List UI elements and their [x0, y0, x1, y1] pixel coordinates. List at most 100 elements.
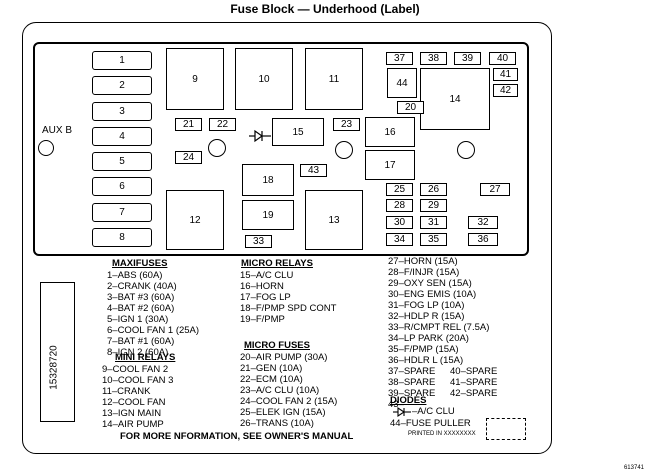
- legend-item: 6–COOL FAN 1 (25A): [107, 325, 200, 336]
- relay-14[interactable]: 14: [420, 68, 490, 130]
- diode-icon: [249, 129, 271, 143]
- stud-right: [457, 141, 475, 159]
- legend-item: 2–CRANK (40A): [107, 281, 177, 292]
- legend-item: 20–AIR PUMP (30A): [240, 352, 328, 363]
- maxifuse-6[interactable]: 6: [92, 177, 152, 196]
- fuse-21[interactable]: 21: [175, 118, 202, 131]
- fuse-41[interactable]: 41: [493, 68, 518, 81]
- legend-item: 18–F/PMP SPD CONT: [240, 303, 337, 314]
- legend-item: 38–SPARE: [388, 377, 436, 388]
- legend-item: 7–BAT #1 (60A): [107, 336, 175, 347]
- diodes-heading: DIODES: [390, 395, 427, 406]
- right-fuses-list: 27–HORN (15A) 28–F/INJR (15A) 29–OXY SEN…: [388, 256, 489, 366]
- legend-item: 34–LP PARK (20A): [388, 333, 469, 344]
- maxifuse-5[interactable]: 5: [92, 152, 152, 171]
- stud-left: [208, 139, 226, 157]
- fuse-32[interactable]: 32: [468, 216, 498, 229]
- relay-16[interactable]: 16: [365, 117, 415, 147]
- fuse-28[interactable]: 28: [386, 199, 413, 212]
- aux-b-terminal: [38, 140, 54, 156]
- fuse-34[interactable]: 34: [386, 233, 413, 246]
- fuse-37[interactable]: 37: [386, 52, 413, 65]
- fuse-23[interactable]: 23: [333, 118, 360, 131]
- legend-item: 29–OXY SEN (15A): [388, 278, 472, 289]
- legend-item: 28–F/INJR (15A): [388, 267, 460, 278]
- micro-fuses-heading: MICRO FUSES: [244, 340, 310, 351]
- legend-item: 5–IGN 1 (30A): [107, 314, 169, 325]
- fuse-22[interactable]: 22: [209, 118, 236, 131]
- legend-item: 36–HDLR L (15A): [388, 355, 464, 366]
- barcode-area: [40, 282, 75, 422]
- fuse-26[interactable]: 26: [420, 183, 447, 196]
- legend-item: 41–SPARE: [450, 377, 498, 388]
- legend-item: 19–F/PMP: [240, 314, 285, 325]
- maxifuses-heading: MAXIFUSES: [112, 258, 168, 269]
- legend-item: 8–IGN 2 (60A): [107, 347, 169, 358]
- legend-item: 33–R/CMPT REL (7.5A): [388, 322, 490, 333]
- relay-13[interactable]: 13: [305, 190, 363, 250]
- fuse-36[interactable]: 36: [468, 233, 498, 246]
- printed-in: PRINTED IN XXXXXXXX: [408, 431, 476, 437]
- fuse-label: [22, 22, 552, 454]
- fuse-39[interactable]: 39: [454, 52, 481, 65]
- fuse-24[interactable]: 24: [175, 151, 202, 164]
- fuse-20[interactable]: 20: [397, 101, 424, 114]
- maxifuse-3[interactable]: 3: [92, 102, 152, 121]
- relay-12[interactable]: 12: [166, 190, 224, 250]
- micro-relays-heading: MICRO RELAYS: [241, 258, 313, 269]
- legend-item: 31–FOG LP (10A): [388, 300, 465, 311]
- serial-number: 15328720: [48, 345, 60, 390]
- legend-item: 27–HORN (15A): [388, 256, 458, 267]
- legend-item: 23–A/C CLU (10A): [240, 385, 320, 396]
- legend-item: 3–BAT #3 (60A): [107, 292, 175, 303]
- legend-item: 1–ABS (60A): [107, 270, 163, 281]
- relay-15[interactable]: 15: [272, 118, 324, 146]
- legend-item: 24–COOL FAN 2 (15A): [240, 396, 338, 407]
- legend-item: 25–ELEK IGN (15A): [240, 407, 326, 418]
- legend-item: 42–SPARE: [450, 388, 498, 399]
- page-title: Fuse Block — Underhood (Label): [230, 2, 420, 16]
- diode-icon: [393, 406, 411, 418]
- relay-9[interactable]: 9: [166, 48, 224, 110]
- relay-10[interactable]: 10: [235, 48, 293, 110]
- maxifuse-7[interactable]: 7: [92, 203, 152, 222]
- legend-item: 26–TRANS (10A): [240, 418, 314, 429]
- maxifuse-8[interactable]: 8: [92, 228, 152, 247]
- relay-19[interactable]: 19: [242, 200, 294, 230]
- legend-item: 43–: [388, 399, 404, 410]
- fuse-25[interactable]: 25: [386, 183, 413, 196]
- fuse-40[interactable]: 40: [489, 52, 516, 65]
- fuse-42[interactable]: 42: [493, 84, 518, 97]
- spare-right-list: 40–SPARE 41–SPARE 42–SPARE: [450, 366, 497, 399]
- relay-11[interactable]: 11: [305, 48, 363, 110]
- fuse-31[interactable]: 31: [420, 216, 447, 229]
- legend-item: 14–AIR PUMP: [102, 419, 164, 430]
- maxifuse-2[interactable]: 2: [92, 76, 152, 95]
- legend-item: 9–COOL FAN 2: [102, 364, 169, 375]
- fuse-43[interactable]: 43: [300, 164, 327, 177]
- fuse-30[interactable]: 30: [386, 216, 413, 229]
- relay-17[interactable]: 17: [365, 150, 415, 180]
- aux-b-label: AUX B: [42, 125, 73, 136]
- legend-item: 13–IGN MAIN: [102, 408, 162, 419]
- fuse-33[interactable]: 33: [245, 235, 272, 248]
- micro-fuses-list: 20–AIR PUMP (30A) 21–GEN (10A) 22–ECM (1…: [240, 352, 337, 429]
- stud-center: [335, 141, 353, 159]
- legend-item: 10–COOL FAN 3: [102, 375, 174, 386]
- relay-18[interactable]: 18: [242, 164, 294, 196]
- fuse-block-outline: [33, 42, 529, 256]
- legend-item: 17–FOG LP: [240, 292, 291, 303]
- relay-44[interactable]: 44: [387, 68, 417, 98]
- legend-item: 11–CRANK: [102, 386, 151, 397]
- part-code: 613741: [623, 465, 644, 471]
- maxifuse-4[interactable]: 4: [92, 127, 152, 146]
- fuse-35[interactable]: 35: [420, 233, 447, 246]
- legend-item: 32–HDLP R (15A): [388, 311, 465, 322]
- fuse-38[interactable]: 38: [420, 52, 447, 65]
- maxifuse-1[interactable]: 1: [92, 51, 152, 70]
- legend-item: 30–ENG EMIS (10A): [388, 289, 477, 300]
- legend-item: 22–ECM (10A): [240, 374, 303, 385]
- fuse-29[interactable]: 29: [420, 199, 447, 212]
- maxifuses-list: 1–ABS (60A) 2–CRANK (40A) 3–BAT #3 (60A)…: [107, 270, 199, 358]
- fuse-27[interactable]: 27: [480, 183, 510, 196]
